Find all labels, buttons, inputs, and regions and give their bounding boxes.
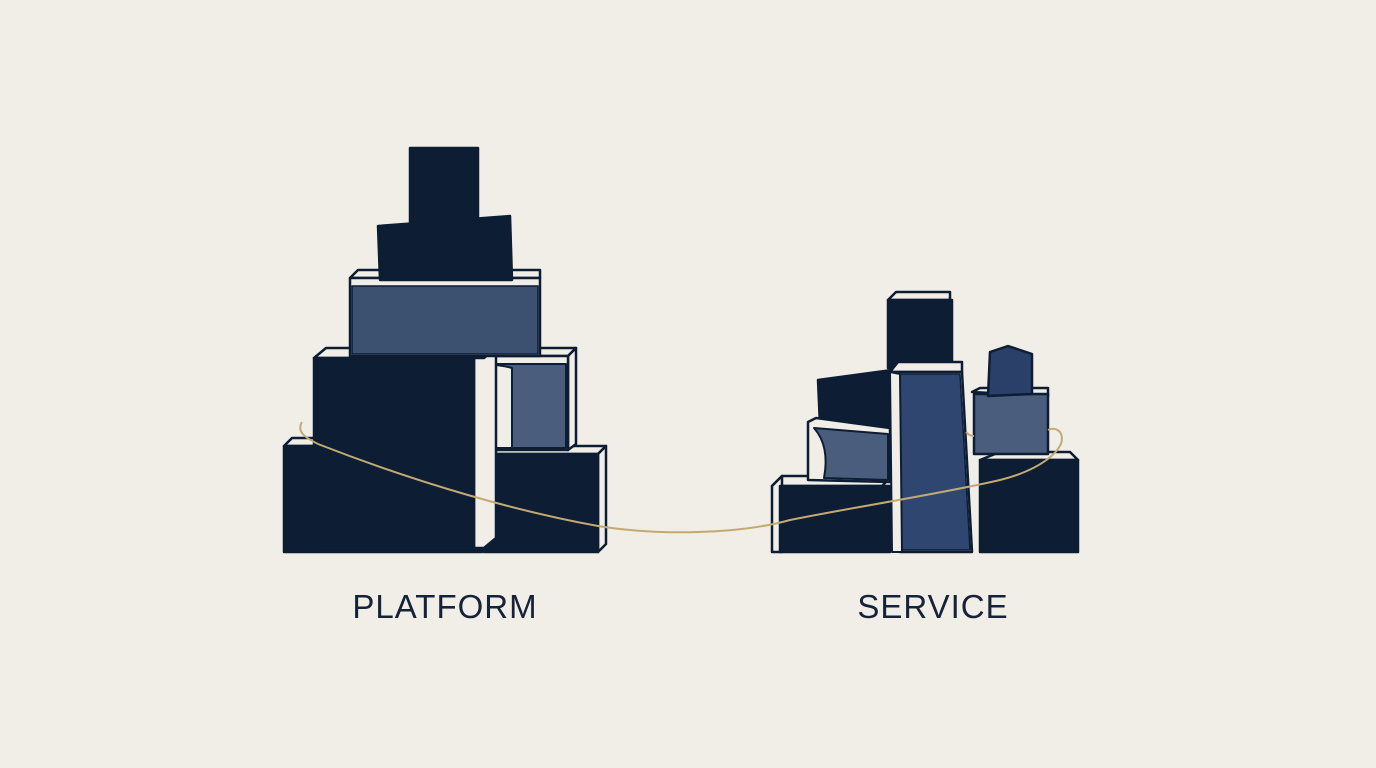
- platform-block-bottom-right: [482, 444, 608, 554]
- platform-block-middle-left: [312, 346, 498, 550]
- platform-label: PLATFORM: [352, 588, 538, 625]
- service-block-blue-column: [888, 360, 974, 554]
- service-block-small-cube: [986, 344, 1034, 398]
- platform-block-top: [408, 146, 480, 224]
- platform-stack: [282, 146, 608, 554]
- service-label: SERVICE: [857, 588, 1009, 625]
- service-block-slate-cube: [970, 386, 1050, 456]
- service-block-tower-top: [886, 290, 954, 370]
- service-stack: [770, 290, 1080, 554]
- connector-loop: [299, 421, 1063, 534]
- service-block-bottom-left: [770, 474, 894, 554]
- service-block-slate-left: [806, 416, 892, 484]
- platform-block-wide-slate: [348, 268, 542, 358]
- platform-block-middle-right: [482, 346, 578, 452]
- platform-block-tilted: [376, 214, 514, 282]
- service-block-bottom-right: [978, 450, 1080, 554]
